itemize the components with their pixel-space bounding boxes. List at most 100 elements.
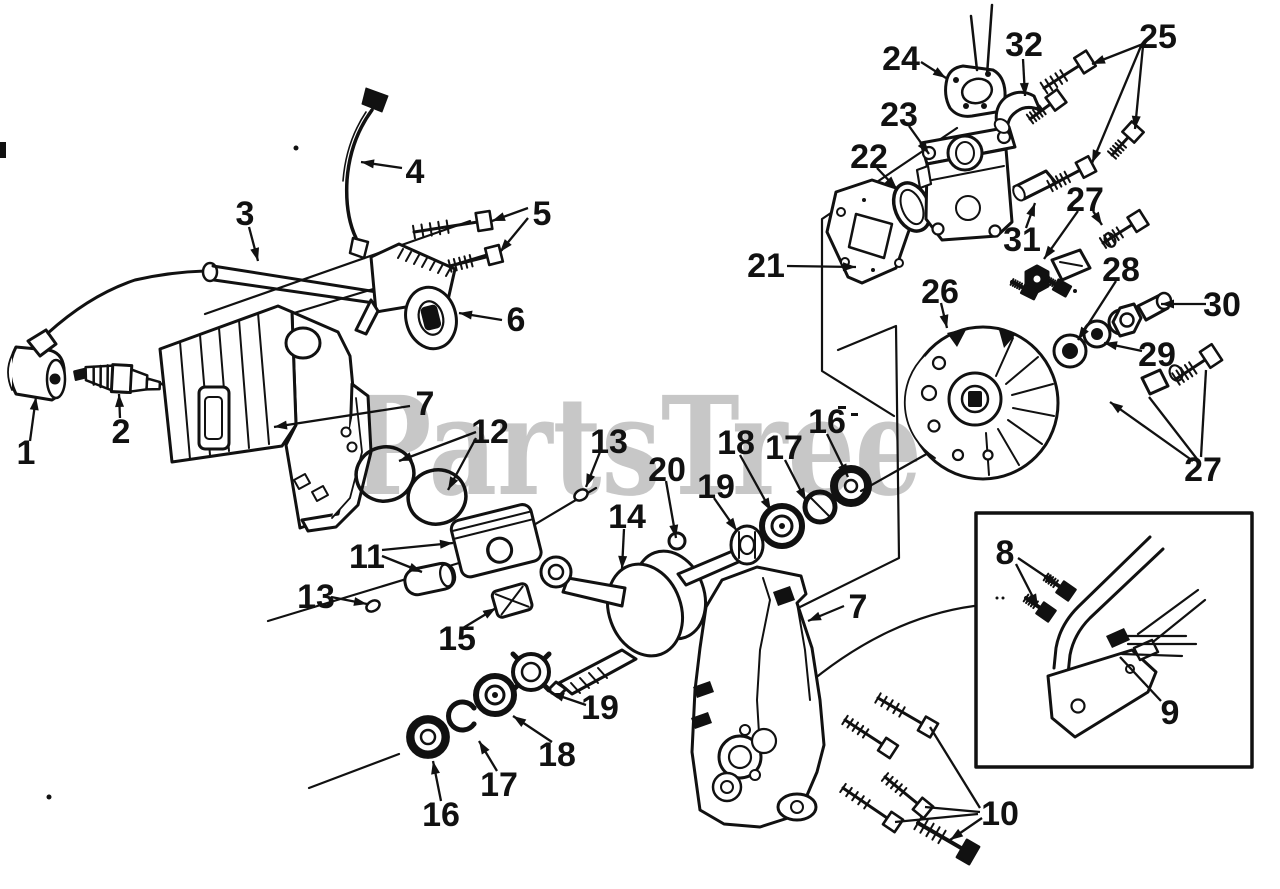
seal-16-upper bbox=[830, 465, 872, 507]
needle-bearing bbox=[490, 582, 534, 619]
ignition-module bbox=[354, 242, 458, 351]
bearing-18-upper bbox=[759, 503, 805, 549]
callout-label-3: 3 bbox=[236, 195, 255, 233]
callout-label-7: 7 bbox=[849, 588, 868, 626]
callout-label-8: 8 bbox=[996, 534, 1015, 572]
spark-plug-boot bbox=[7, 328, 67, 402]
leader-arrowhead bbox=[1078, 326, 1089, 340]
leader-line bbox=[1199, 369, 1208, 458]
leader-arrowhead bbox=[448, 476, 459, 490]
leader-arrowhead bbox=[439, 539, 453, 549]
leader-arrowhead bbox=[796, 487, 806, 501]
carburetor-23 bbox=[915, 125, 1017, 242]
leader-arrowhead bbox=[838, 463, 848, 477]
callout-label-32: 32 bbox=[1005, 26, 1043, 64]
screw bbox=[1025, 88, 1068, 125]
leader-arrowhead bbox=[1131, 115, 1141, 129]
bearing-18-lower bbox=[473, 673, 517, 717]
leader-arrowhead bbox=[1044, 573, 1058, 585]
watermark-text: PartsTree bbox=[352, 367, 922, 527]
fuel-pipe-top bbox=[969, 3, 994, 77]
callout-label-12: 12 bbox=[471, 413, 509, 451]
leader-arrowhead bbox=[459, 310, 473, 320]
callout-label-23: 23 bbox=[880, 96, 918, 134]
screw bbox=[913, 815, 981, 866]
leader-arrowhead bbox=[1092, 55, 1106, 64]
screws-and-bolts bbox=[412, 49, 1224, 866]
spacer-31 bbox=[1012, 169, 1058, 202]
screw bbox=[447, 243, 505, 273]
inset-detail-box bbox=[974, 511, 1254, 769]
leader-arrowhead bbox=[842, 262, 856, 272]
piston bbox=[449, 503, 543, 579]
piston-pin-clip-upper bbox=[573, 488, 589, 502]
leader-arrowhead bbox=[551, 692, 565, 702]
callout-label-2: 2 bbox=[112, 413, 131, 451]
connecting-rod bbox=[561, 576, 627, 608]
piston-pin-clip-lower bbox=[365, 599, 381, 613]
leader-arrowhead bbox=[1104, 341, 1118, 351]
leader-line bbox=[1133, 45, 1145, 130]
screw bbox=[841, 714, 900, 760]
print-specks bbox=[0, 142, 1077, 800]
callout-label-16: 16 bbox=[808, 403, 846, 441]
screw bbox=[412, 209, 494, 240]
fuel-line bbox=[201, 261, 379, 305]
screw bbox=[1098, 208, 1150, 249]
cylinder-fins bbox=[158, 304, 298, 464]
callout-label-4: 4 bbox=[406, 153, 425, 191]
screw bbox=[1043, 275, 1073, 298]
callout-label-14: 14 bbox=[608, 498, 646, 536]
leader-arrowhead bbox=[250, 247, 260, 261]
leader-arrowhead bbox=[725, 517, 737, 531]
leader-line bbox=[1148, 396, 1198, 460]
seal-16-lower bbox=[406, 715, 450, 759]
callout-label-19: 19 bbox=[697, 468, 735, 506]
leader-arrowhead bbox=[586, 473, 596, 487]
callout-label-18: 18 bbox=[538, 736, 576, 774]
leader-arrowhead bbox=[115, 394, 125, 408]
callout-label-5: 5 bbox=[533, 195, 552, 233]
leader-arrowhead bbox=[431, 761, 440, 775]
leader-arrowhead bbox=[808, 611, 822, 621]
ignition-lead-curve bbox=[46, 269, 207, 335]
gasket-22 bbox=[891, 181, 933, 233]
retainer-17-upper bbox=[802, 489, 838, 525]
callout-label-11: 11 bbox=[349, 538, 385, 576]
leader-arrowhead bbox=[618, 555, 628, 569]
flywheel-nut-30 bbox=[1111, 291, 1173, 338]
callout-label-19: 19 bbox=[581, 689, 619, 727]
leader-arrowhead bbox=[760, 497, 771, 511]
callout-label-26: 26 bbox=[921, 273, 959, 311]
leader-line bbox=[894, 812, 979, 824]
piston-rings bbox=[354, 445, 468, 526]
leader-arrowhead bbox=[1044, 245, 1056, 259]
callout-label-27: 27 bbox=[1066, 181, 1104, 219]
callout-label-24: 24 bbox=[882, 40, 920, 78]
bearing-19-lower bbox=[510, 651, 552, 693]
cylinder bbox=[158, 304, 373, 533]
leader-line bbox=[1119, 656, 1162, 702]
callout-label-13: 13 bbox=[297, 578, 335, 616]
watermark: PartsTree TM bbox=[352, 367, 965, 527]
callout-label-30: 30 bbox=[1203, 286, 1241, 324]
leader-arrowhead bbox=[932, 67, 946, 78]
leader-arrowhead bbox=[669, 524, 679, 538]
screw bbox=[1107, 120, 1145, 160]
leader-arrowhead bbox=[1026, 203, 1035, 217]
leader-line bbox=[1090, 45, 1143, 164]
callout-label-1: 1 bbox=[17, 434, 36, 472]
throttle-parts-9 bbox=[1106, 628, 1198, 662]
callout-label-13: 13 bbox=[590, 423, 628, 461]
callout-label-9: 9 bbox=[1161, 694, 1180, 732]
screw bbox=[1039, 49, 1098, 95]
leader-arrowhead bbox=[939, 314, 949, 328]
circlip-17-lower bbox=[446, 699, 477, 733]
leader-arrowhead bbox=[353, 597, 367, 606]
callout-label-31: 31 bbox=[1003, 221, 1041, 259]
leader-arrowhead bbox=[917, 140, 929, 154]
callout-label-18: 18 bbox=[717, 424, 755, 462]
